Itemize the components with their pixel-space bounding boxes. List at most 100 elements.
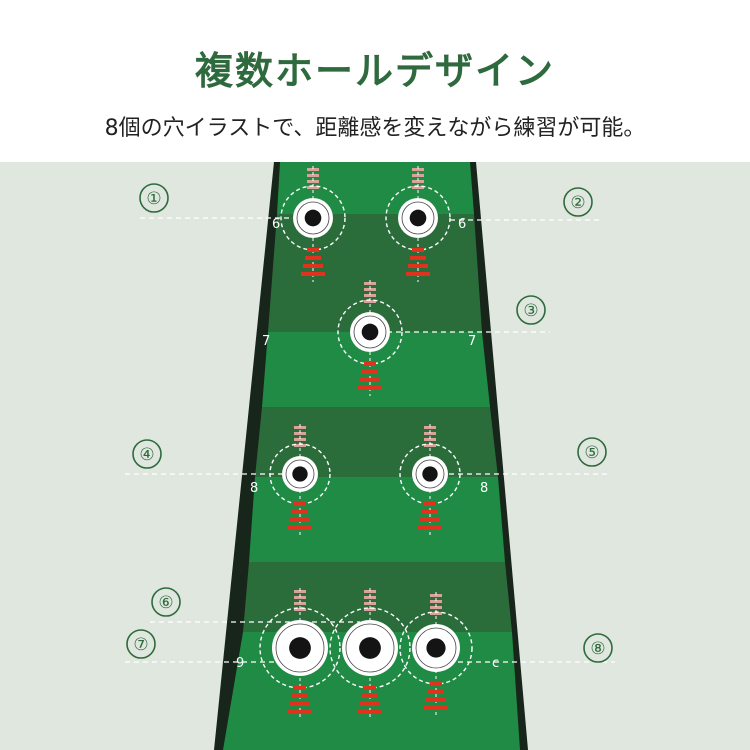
distance-mark-row3-right: 8 [480,481,488,496]
aim-mark-top [430,606,442,609]
aim-mark-red [288,526,312,530]
callout-number-7: ⑦ [133,635,148,655]
mat-band-2 [268,214,482,332]
aim-mark-red [301,272,325,276]
target-hole [409,209,427,227]
aim-mark-red [360,702,380,706]
aim-mark-top [364,288,376,291]
distance-mark-row2-left: 7 [262,334,270,349]
aim-mark-top [430,612,442,615]
aim-mark-red [408,264,428,268]
aim-mark-red [418,526,442,530]
aim-mark-top [294,426,306,429]
aim-mark-red [428,690,444,694]
aim-mark-red [364,362,376,366]
aim-mark-top [412,186,424,189]
target-inner-ring [415,627,457,669]
dashed-guide-lines [125,217,615,663]
aim-mark-top [424,438,436,441]
page-title: 複数ホールデザイン [194,49,555,93]
aim-mark-red [290,702,310,706]
target-hole [304,209,322,227]
aim-mark-red [364,686,376,690]
aim-mark-top [307,186,319,189]
aim-mark-red [422,510,438,514]
target-hole [359,637,381,659]
mat-band-6 [243,562,512,632]
mat-band-5 [249,477,505,562]
distance-mark-row3-left: 8 [250,481,258,496]
aim-mark-top [364,300,376,303]
distance-mark-row1-right: 6 [458,217,466,232]
aim-mark-top [294,432,306,435]
target-hole [422,466,438,482]
aim-mark-red [294,502,306,506]
aim-mark-red [412,248,424,252]
aim-mark-top [294,438,306,441]
target-inner-ring [296,201,330,235]
target-inner-ring [275,623,325,673]
aim-mark-red [294,686,306,690]
aim-mark-red [303,264,323,268]
aim-mark-red [360,378,380,382]
callout-number-2: ② [570,193,585,213]
aim-mark-red [288,710,312,714]
aim-mark-red [420,518,440,522]
target-inner-ring [401,201,435,235]
aim-mark-top [294,608,306,611]
callout-number-6: ⑥ [158,593,173,613]
aim-mark-red [292,694,308,698]
aim-mark-top [294,602,306,605]
target-hole [426,638,446,658]
distance-mark-row1-left: 6 [272,217,280,232]
aim-mark-red [305,256,321,260]
aim-mark-red [426,698,446,702]
callout-number-3: ③ [523,301,538,321]
aim-mark-top [424,432,436,435]
aim-mark-red [290,518,310,522]
aim-mark-red [406,272,430,276]
aim-mark-top [412,168,424,171]
target-outer-ring [329,607,411,689]
callout-number-4: ④ [139,445,154,465]
aim-mark-top [364,596,376,599]
page-subtitle: 8個の穴イラストで、距離感を変えながら練習が可能。 [104,116,646,141]
target-outer-ring [399,443,461,505]
aim-mark-red [424,706,448,710]
aim-mark-red [362,370,378,374]
callout-circles [126,183,613,663]
aim-mark-top [294,596,306,599]
aim-mark-top [364,608,376,611]
callout-number-1: ① [146,189,161,209]
target-inner-ring [285,459,315,489]
aim-mark-top [294,590,306,593]
hole-targets [259,166,473,720]
aim-mark-top [424,444,436,447]
aim-mark-top [412,180,424,183]
aim-mark-top [364,602,376,605]
target-hole [289,637,311,659]
aim-mark-red [307,248,319,252]
aim-mark-top [364,590,376,593]
distance-mark-row4-left: 9 [236,656,244,671]
aim-mark-red [358,710,382,714]
aim-mark-top [364,294,376,297]
callout-number-8: ⑧ [590,639,605,659]
target-outer-ring [269,443,331,505]
distance-mark-row2-right: 7 [468,334,476,349]
target-hole [361,323,379,341]
aim-mark-red [424,502,436,506]
putting-mat-svg: 6 6 7 7 8 8 9 c ① ② ③ ④ ⑤ ⑥ [125,162,615,750]
aim-mark-top [424,426,436,429]
aim-mark-top [307,168,319,171]
aim-mark-red [430,682,442,686]
aim-mark-top [307,174,319,177]
target-outer-ring [259,607,341,689]
target-inner-ring [415,459,445,489]
mat-band-3 [262,332,490,407]
aim-mark-top [294,444,306,447]
callout-number-5: ⑤ [584,443,599,463]
aim-mark-red [362,694,378,698]
target-inner-ring [345,623,395,673]
distance-mark-row4-right: c [492,656,499,671]
